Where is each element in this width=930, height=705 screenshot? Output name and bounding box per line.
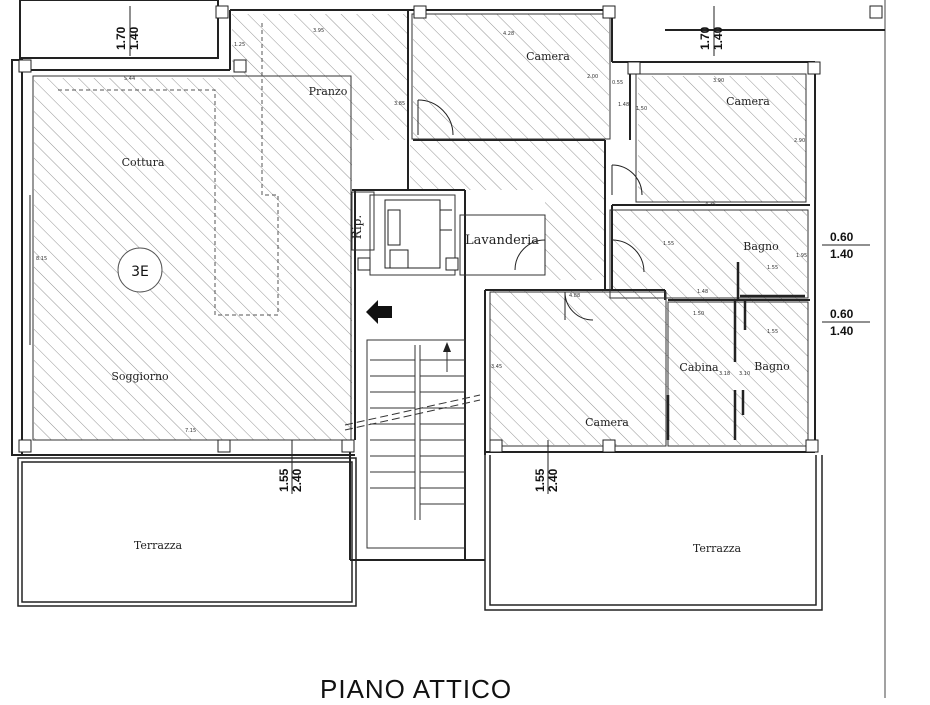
height-r1-b: 1.40 [830, 247, 854, 261]
room-label-cabina: Cabina [679, 361, 719, 374]
dim-310: 3.10 [739, 371, 750, 377]
dim-195: 1.95 [796, 253, 807, 259]
dim-318: 3.18 [719, 371, 730, 377]
window-markers [18, 5, 883, 453]
height-tr-b: 1.40 [711, 26, 725, 50]
room-label-soggiorno: Soggiorno [111, 370, 169, 383]
height-bc-b: 2.40 [546, 468, 560, 492]
elevator [384, 199, 452, 269]
dim-715: 7.15 [185, 428, 196, 434]
height-tl-b: 1.40 [127, 26, 141, 50]
terraces [17, 455, 823, 611]
dim-428: 4.28 [503, 31, 514, 37]
room-label-cottura: Cottura [122, 156, 165, 169]
dim-150a: 1.50 [636, 106, 647, 112]
unit-badge-circle [117, 247, 163, 293]
dim-385: 3.85 [394, 101, 405, 107]
dim-544: 5.44 [124, 76, 135, 82]
height-r1-a: 0.60 [830, 230, 854, 244]
height-tr-a: 1.70 [698, 26, 712, 50]
page-title: PIANO ATTICO [320, 674, 513, 704]
height-lines [129, 6, 870, 494]
unit-badge: 3E [131, 264, 149, 280]
room-label-camera-right: Camera [726, 95, 770, 108]
height-bl-a: 1.55 [277, 468, 291, 492]
dim-150b: 1.50 [693, 311, 704, 317]
dim-435: 4.35 [705, 202, 716, 208]
partition-walls [29, 195, 805, 440]
door-swings [417, 99, 645, 321]
room-label-bagno-2: Bagno [754, 360, 790, 373]
dim-148b: 1.48 [697, 289, 708, 295]
room-label-camera-top: Camera [526, 50, 570, 63]
dim-815: 8.15 [36, 256, 47, 262]
entrance-arrow-icon [366, 300, 392, 324]
dim-125: 1.25 [234, 42, 245, 48]
dim-200: 2.00 [587, 74, 598, 80]
height-tl-a: 1.70 [114, 26, 128, 50]
height-bc-a: 1.55 [533, 468, 547, 492]
stair-up-arrow-icon [443, 342, 451, 352]
room-label-terrazza-left: Terrazza [134, 539, 183, 552]
stairs [344, 345, 481, 520]
dim-488: 4.88 [569, 293, 580, 299]
room-label-bagno-1: Bagno [743, 240, 779, 253]
room-label-terrazza-right: Terrazza [693, 542, 742, 555]
dim-155a: 1.55 [663, 241, 674, 247]
dim-395: 3.95 [313, 28, 324, 34]
height-r2-b: 1.40 [830, 324, 854, 338]
room-labels: Camera Camera Camera Pranzo Cottura Sogg… [111, 50, 790, 555]
dimension-labels: 3.95 4.28 1.25 5.44 3.85 2.00 0.55 1.48 … [36, 28, 807, 434]
room-label-pranzo: Pranzo [309, 85, 348, 98]
dim-290: 2.90 [794, 138, 805, 144]
dim-390: 3.90 [713, 78, 724, 84]
dim-345: 3.45 [491, 364, 502, 370]
height-r2-a: 0.60 [830, 307, 854, 321]
room-label-rip: Rip. [350, 215, 364, 239]
room-label-camera-bottom: Camera [585, 416, 629, 429]
dim-148a: 1.48 [618, 102, 629, 108]
height-bl-b: 2.40 [290, 468, 304, 492]
dim-155c: 1.55 [767, 329, 778, 335]
inner-lines [32, 13, 809, 549]
dim-155b: 1.55 [767, 265, 778, 271]
dim-055: 0.55 [612, 80, 623, 86]
kitchen-outline [58, 20, 279, 316]
room-label-lavanderia: Lavanderia [465, 233, 539, 248]
